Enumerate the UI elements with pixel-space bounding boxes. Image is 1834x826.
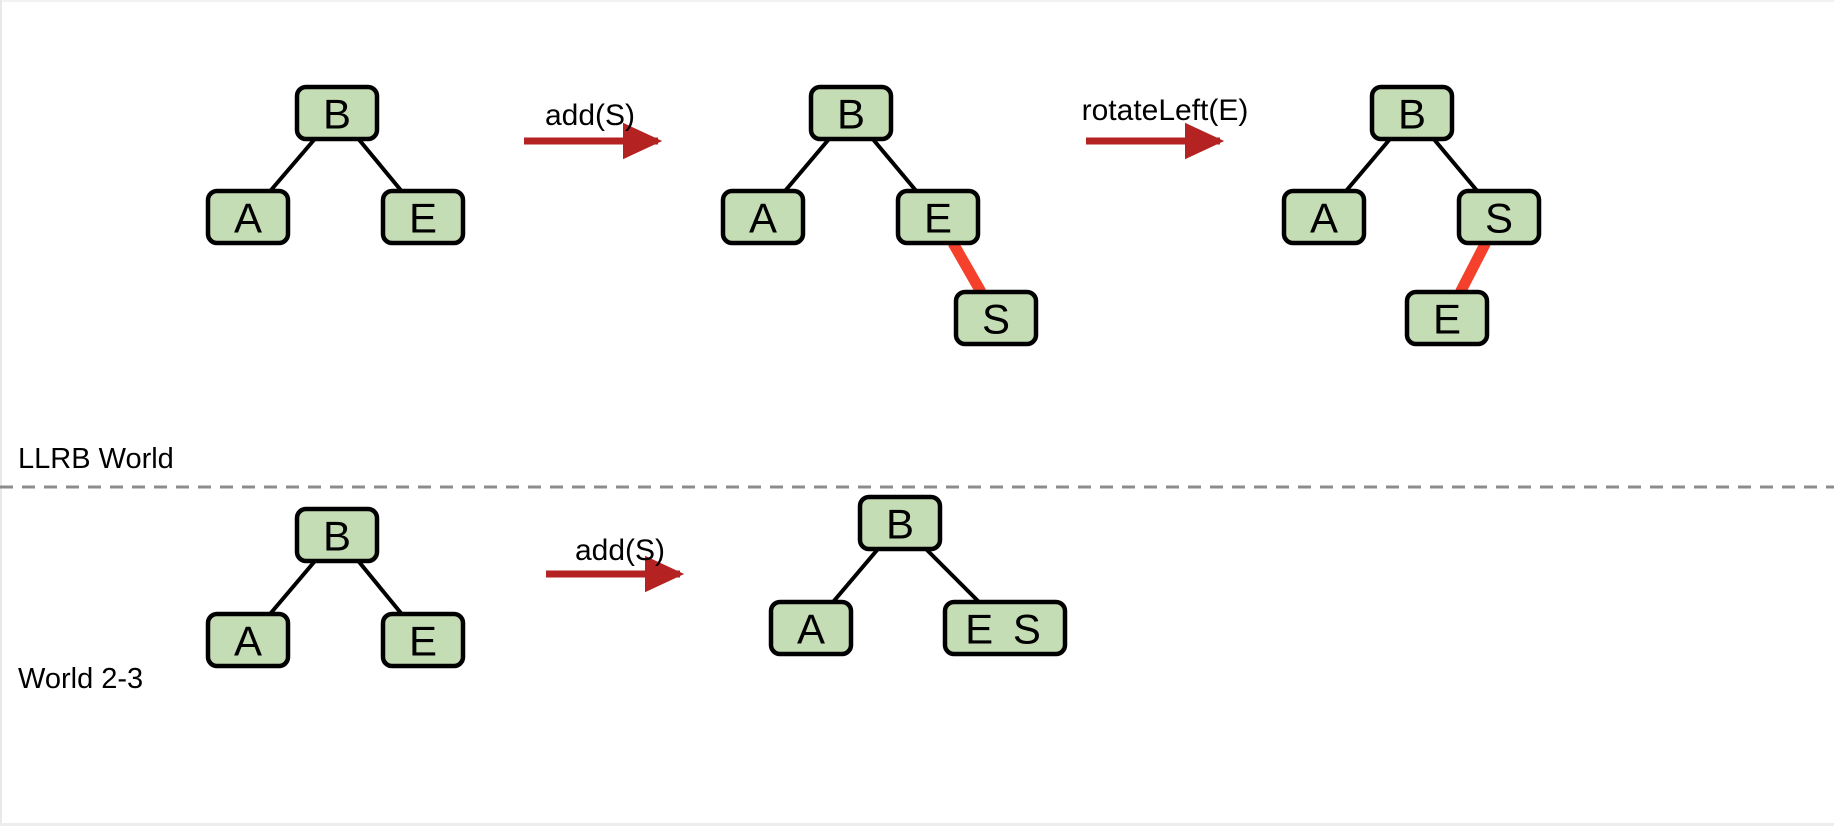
tree-node-box xyxy=(294,506,380,564)
operation-arrows-layer: add(S) rotateLeft(E) add(S) xyxy=(524,94,1249,593)
tree-node-box xyxy=(768,599,854,657)
tree-node-label: A xyxy=(749,195,777,242)
tree-red-link xyxy=(1455,240,1491,295)
tree-node-label: A xyxy=(234,618,262,665)
tree-node-box xyxy=(1369,84,1455,142)
tree-black-link xyxy=(924,547,981,604)
tree-black-link xyxy=(1431,137,1480,193)
tree-node: S xyxy=(1456,188,1542,246)
tree-node-label: B xyxy=(886,501,914,548)
tree-node-box xyxy=(380,611,466,669)
tree-black-link xyxy=(356,137,404,193)
tree-node-label: B xyxy=(323,91,351,138)
tree-node-box xyxy=(380,188,466,246)
page-edge-left xyxy=(0,0,2,826)
tree-node-box xyxy=(857,494,943,552)
page-edge-bottom xyxy=(0,823,1834,826)
tree-node: B xyxy=(294,84,380,142)
tree-node-box xyxy=(720,188,806,246)
tree-node: A xyxy=(205,611,291,669)
tree-node-label: E xyxy=(924,195,952,242)
tree-node: B xyxy=(1369,84,1455,142)
tree-black-link xyxy=(831,547,880,604)
tree-node: B xyxy=(808,84,894,142)
tree-black-link xyxy=(268,559,317,616)
tree-node-box xyxy=(294,84,380,142)
tree-node: B xyxy=(294,506,380,564)
operation-op-add-s-23: add(S) xyxy=(546,534,685,593)
operation-label: add(S) xyxy=(575,534,665,567)
tree-node-label: S xyxy=(1485,195,1513,242)
tree-node-box xyxy=(1456,188,1542,246)
tree-node-label: A xyxy=(234,195,262,242)
tree-node-label: B xyxy=(1398,91,1426,138)
tree-node: E xyxy=(895,188,981,246)
tree-node-box xyxy=(1404,289,1490,347)
tree-node-label: B xyxy=(323,513,351,560)
tree-node-label: E xyxy=(409,618,437,665)
tree-node: B xyxy=(857,494,943,552)
tree-node: A xyxy=(768,599,854,657)
tree-node-box xyxy=(895,188,981,246)
tree-node-label: E xyxy=(1433,296,1461,343)
tree-black-link xyxy=(268,137,317,193)
tree-node: S xyxy=(953,289,1039,347)
tree-node-box xyxy=(1281,188,1367,246)
tree-node: A xyxy=(1281,188,1367,246)
tree-node-box xyxy=(942,599,1068,657)
tree-node: E xyxy=(380,188,466,246)
section-label-llrb-world: LLRB World xyxy=(18,443,174,475)
tree-node-label: E xyxy=(409,195,437,242)
operation-label: rotateLeft(E) xyxy=(1082,94,1249,127)
tree-node-label: S xyxy=(982,296,1010,343)
tree-black-link xyxy=(1344,137,1392,193)
tree-black-link xyxy=(783,137,831,193)
tree-black-link xyxy=(870,137,919,193)
tree-node-label: A xyxy=(797,606,825,653)
section-label-world-2-3: World 2-3 xyxy=(18,663,143,695)
tree-node-box xyxy=(808,84,894,142)
tree-node: A xyxy=(205,188,291,246)
tree-node-label: E S xyxy=(965,606,1045,653)
tree-links-layer xyxy=(268,137,1491,616)
tree-nodes-layer: B A E B A E S B A S E B A E B A E S xyxy=(205,84,1542,669)
operation-op-rotate-left-e: rotateLeft(E) xyxy=(1082,94,1249,160)
tree-node: E xyxy=(380,611,466,669)
operation-label: add(S) xyxy=(545,99,635,132)
tree-node: E S xyxy=(942,599,1068,657)
tree-red-link xyxy=(948,240,986,295)
tree-node-label: B xyxy=(837,91,865,138)
tree-black-link xyxy=(356,559,404,616)
tree-node: E xyxy=(1404,289,1490,347)
tree-node-box xyxy=(953,289,1039,347)
operation-op-add-s-llrb: add(S) xyxy=(524,99,663,160)
tree-node: A xyxy=(720,188,806,246)
tree-node-box xyxy=(205,611,291,669)
page-edge-top xyxy=(0,0,1834,2)
tree-node-label: A xyxy=(1310,195,1338,242)
tree-node-box xyxy=(205,188,291,246)
